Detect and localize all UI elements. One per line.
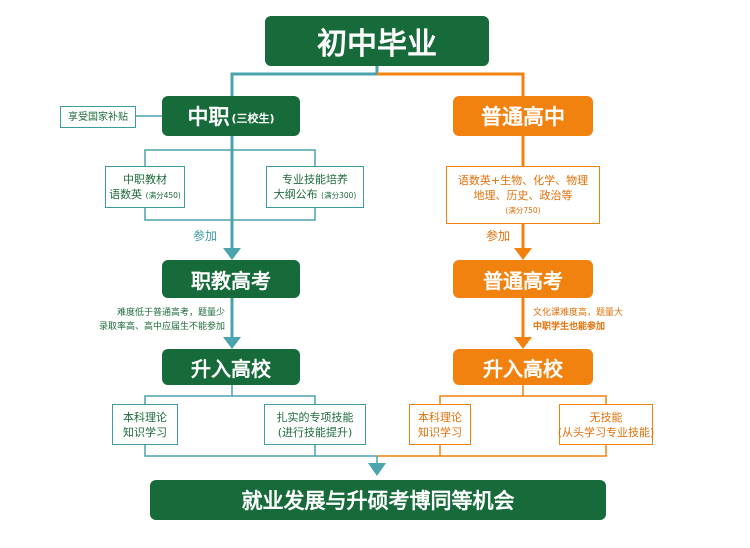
subsidy-box: 享受国家补贴 bbox=[60, 106, 136, 128]
vocational-subtitle: (三校生) bbox=[231, 112, 275, 125]
left-university-node: 升入高校 bbox=[162, 349, 300, 385]
general-exam-note-line1: 文化课难度高，题量大 bbox=[533, 308, 624, 318]
subsidy-text: 享受国家补贴 bbox=[68, 111, 128, 123]
general-exam-note-line2: 中职学生也能参加 bbox=[533, 322, 606, 332]
right-no-skill-line1: 无技能 bbox=[589, 410, 623, 424]
vocational-exam-node: 职教高考 bbox=[162, 260, 300, 298]
high-school-subjects-line2: 地理、历史、政治等 bbox=[473, 188, 573, 202]
left-skill-box: 扎实的专项技能 (进行技能提升) bbox=[264, 404, 366, 445]
skill-training-box: 专业技能培养 大纲公布 (满分300) bbox=[266, 166, 364, 208]
vocational-exam-note-line2: 录取率高、高中应届生不能参加 bbox=[98, 322, 225, 332]
vocational-exam-note-line1: 难度低于普通高考，题量少 bbox=[116, 308, 225, 318]
vocational-textbook-line1: 中职教材 bbox=[123, 172, 167, 186]
vocational-exam-title: 职教高考 bbox=[191, 268, 271, 293]
high-school-subjects-score: (满分750) bbox=[505, 205, 541, 215]
high-school-subjects-line1: 语数英+生物、化学、物理 bbox=[457, 173, 589, 187]
vocational-textbook-score: (满分450) bbox=[145, 190, 181, 200]
vocational-textbook-line2: 语数英 (满分450) bbox=[109, 187, 181, 201]
right-theory-line2: 知识学习 bbox=[418, 425, 462, 439]
high-school-subjects-box: 语数英+生物、化学、物理 地理、历史、政治等 (满分750) bbox=[446, 166, 600, 224]
high-school-title: 普通高中 bbox=[481, 105, 565, 129]
left-theory-box: 本科理论 知识学习 bbox=[112, 404, 178, 445]
right-university-node: 升入高校 bbox=[453, 349, 593, 385]
high-school-node: 普通高中 bbox=[453, 96, 593, 136]
vocational-node: 中职 (三校生) bbox=[162, 96, 300, 136]
right-university-title: 升入高校 bbox=[483, 356, 563, 381]
top-node: 初中毕业 bbox=[265, 16, 489, 66]
right-theory-box: 本科理论 知识学习 bbox=[409, 404, 471, 445]
right-join-label: 参加 bbox=[486, 229, 511, 243]
bottom-title: 就业发展与升硕考博同等机会 bbox=[241, 489, 515, 513]
general-exam-node: 普通高考 bbox=[453, 260, 593, 298]
skill-training-line1: 专业技能培养 bbox=[282, 172, 348, 186]
skill-training-line2: 大纲公布 (满分300) bbox=[273, 187, 357, 201]
vocational-textbook-box: 中职教材 语数英 (满分450) bbox=[105, 166, 185, 208]
left-theory-line2: 知识学习 bbox=[123, 425, 167, 439]
left-skill-line1: 扎实的专项技能 bbox=[276, 410, 354, 424]
vocational-title: 中职 bbox=[187, 105, 230, 129]
right-no-skill-line2: (从头学习专业技能) bbox=[557, 425, 655, 439]
general-exam-note: 文化课难度高，题量大 中职学生也能参加 bbox=[533, 306, 623, 334]
general-exam-title: 普通高考 bbox=[483, 268, 563, 293]
right-theory-line1: 本科理论 bbox=[418, 410, 462, 424]
skill-training-score: (满分300) bbox=[321, 190, 357, 200]
bottom-node: 就业发展与升硕考博同等机会 bbox=[150, 480, 606, 520]
right-no-skill-box: 无技能 (从头学习专业技能) bbox=[557, 404, 655, 445]
vocational-exam-note: 难度低于普通高考，题量少 录取率高、高中应届生不能参加 bbox=[95, 306, 225, 334]
left-university-title: 升入高校 bbox=[191, 356, 271, 381]
left-theory-line1: 本科理论 bbox=[123, 410, 167, 424]
left-join-label: 参加 bbox=[193, 229, 218, 243]
top-title: 初中毕业 bbox=[317, 27, 437, 62]
left-skill-line2: (进行技能提升) bbox=[277, 425, 353, 439]
